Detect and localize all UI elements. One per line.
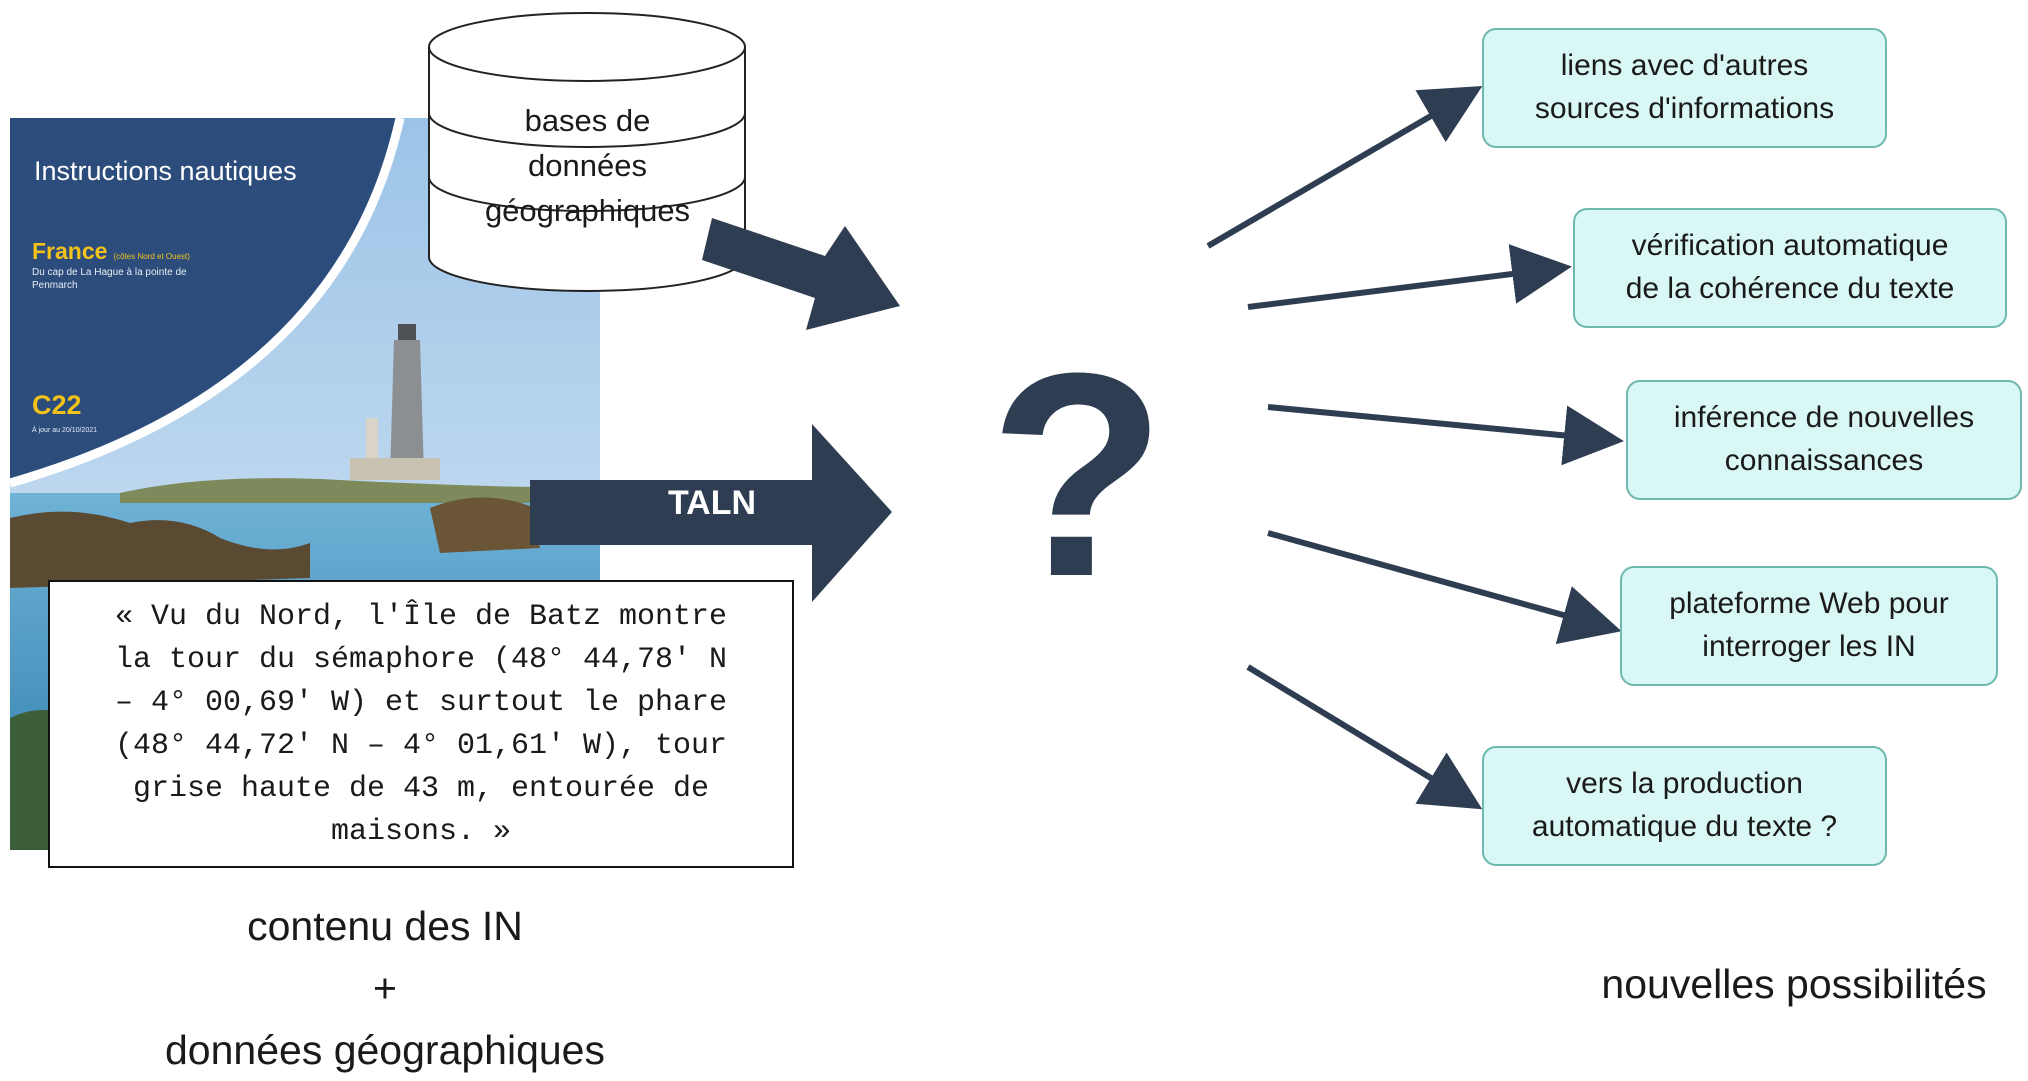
arrow-to-result-1 [1206, 85, 1483, 249]
arrow-to-result-4 [1267, 530, 1622, 645]
cover-title: Instructions nautiques [34, 156, 297, 186]
database-cylinder-icon [428, 12, 746, 292]
quote-line: maisons. » [330, 815, 512, 849]
arrow-to-result-3 [1267, 404, 1624, 466]
database-arrow [702, 218, 900, 330]
taln-label: TALN [667, 484, 757, 522]
quote-line: « Vu du Nord, l'Île de Batz montre [114, 600, 728, 634]
quote-line: – 4° 00,69' W) et surtout le phare [114, 686, 728, 720]
cover-code: C22 [32, 390, 82, 420]
caption-right: nouvelles possibilités [1601, 961, 1987, 1007]
quote-line: grise haute de 43 m, entourée de [132, 772, 710, 806]
database-label: bases de données géographiques [484, 103, 691, 228]
question-mark: ? [988, 313, 1167, 637]
cover-country: France(côtes Nord et Ouest) [32, 238, 190, 264]
quote-line: la tour du sémaphore (48° 44,78' N [114, 643, 728, 677]
arrow-to-result-5 [1246, 664, 1483, 810]
arrow-to-result-2 [1247, 244, 1572, 310]
quote-line: (48° 44,72' N – 4° 01,61' W), tour [114, 729, 728, 763]
quote-box: « Vu du Nord, l'Île de Batz montre la to… [48, 580, 794, 868]
lighthouse-icon [350, 324, 440, 480]
caption-left: contenu des IN + données géographiques [165, 903, 605, 1073]
cover-subtitle: Du cap de La Hague à la pointe de Penmar… [32, 267, 187, 291]
cover-date: À jour au 20/10/2021 [32, 427, 97, 434]
taln-arrow [530, 424, 892, 602]
